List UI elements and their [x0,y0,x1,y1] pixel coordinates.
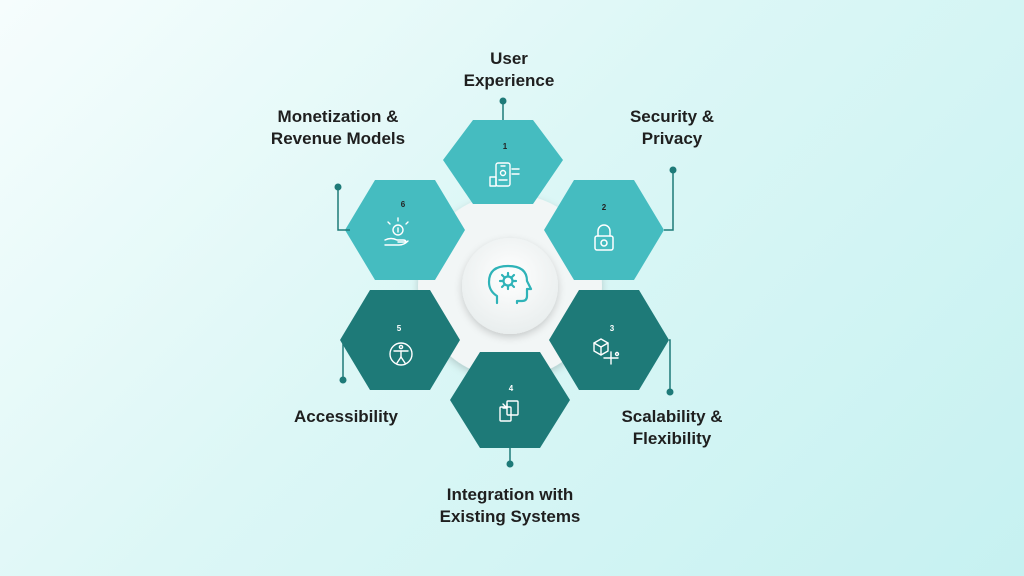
hexagon-6 [345,180,465,280]
connector-dot-5 [339,376,347,384]
label-security-privacy-line-2: Privacy [641,129,703,148]
lock-icon [594,224,614,251]
label-monetization-line-2: Revenue Models [270,129,406,148]
label-integration-line-2: Existing Systems [439,507,581,526]
segment-4: 4 [450,352,570,468]
label-user-experience-line-1: User [490,49,528,68]
head-gear-icon [487,264,533,305]
segment-2: 2 [544,166,677,280]
connector-line-3 [669,339,671,391]
network-cube-icon [593,338,620,365]
label-security-privacy-line-1: Security & [629,107,715,126]
connector-line-5 [342,339,350,379]
label-accessibility: Accessibility [246,406,446,428]
segment-6: 6 [334,180,465,280]
label-security-privacy: Security & Privacy [572,106,772,150]
connector-dot-1 [499,97,507,105]
mobile-app-icon [489,162,520,187]
segments-layer: 1 2 [334,97,677,468]
segment-number-1: 1 [503,142,508,151]
label-user-experience: User Experience [409,48,609,92]
segment-number-4: 4 [509,384,514,393]
segment-number-5: 5 [397,324,402,333]
label-monetization: Monetization & Revenue Models [238,106,438,150]
connector-line-6 [337,188,350,231]
connector-dot-2 [669,166,677,174]
label-scalability-flexibility-line-1: Scalability & [621,407,723,426]
label-monetization-line-1: Monetization & [277,107,399,126]
connector-dot-4 [506,460,514,468]
money-hand-icon [384,217,409,246]
accessibility-icon [389,342,413,366]
segment-5: 5 [339,290,460,390]
label-integration-line-1: Integration with [446,485,574,504]
label-scalability-flexibility-line-2: Flexibility [632,429,712,448]
connector-dot-3 [666,388,674,396]
hexagon-5 [340,290,460,390]
label-accessibility-line-1: Accessibility [294,407,398,426]
segment-1: 1 [443,97,563,204]
label-integration: Integration with Existing Systems [410,484,610,528]
label-scalability-flexibility: Scalability & Flexibility [572,406,772,450]
hexagon-3 [549,290,669,390]
hexagon-2 [544,180,664,280]
label-user-experience-line-2: Experience [463,71,555,90]
connector-line-2 [664,171,674,231]
segment-number-6: 6 [401,200,406,209]
hexagon-1 [443,120,563,204]
segment-number-3: 3 [610,324,615,333]
segment-number-2: 2 [602,203,607,212]
integration-arrows-icon [499,400,519,422]
connector-dot-6 [334,183,342,191]
hexagon-4 [450,352,570,448]
segment-3: 3 [549,290,674,396]
